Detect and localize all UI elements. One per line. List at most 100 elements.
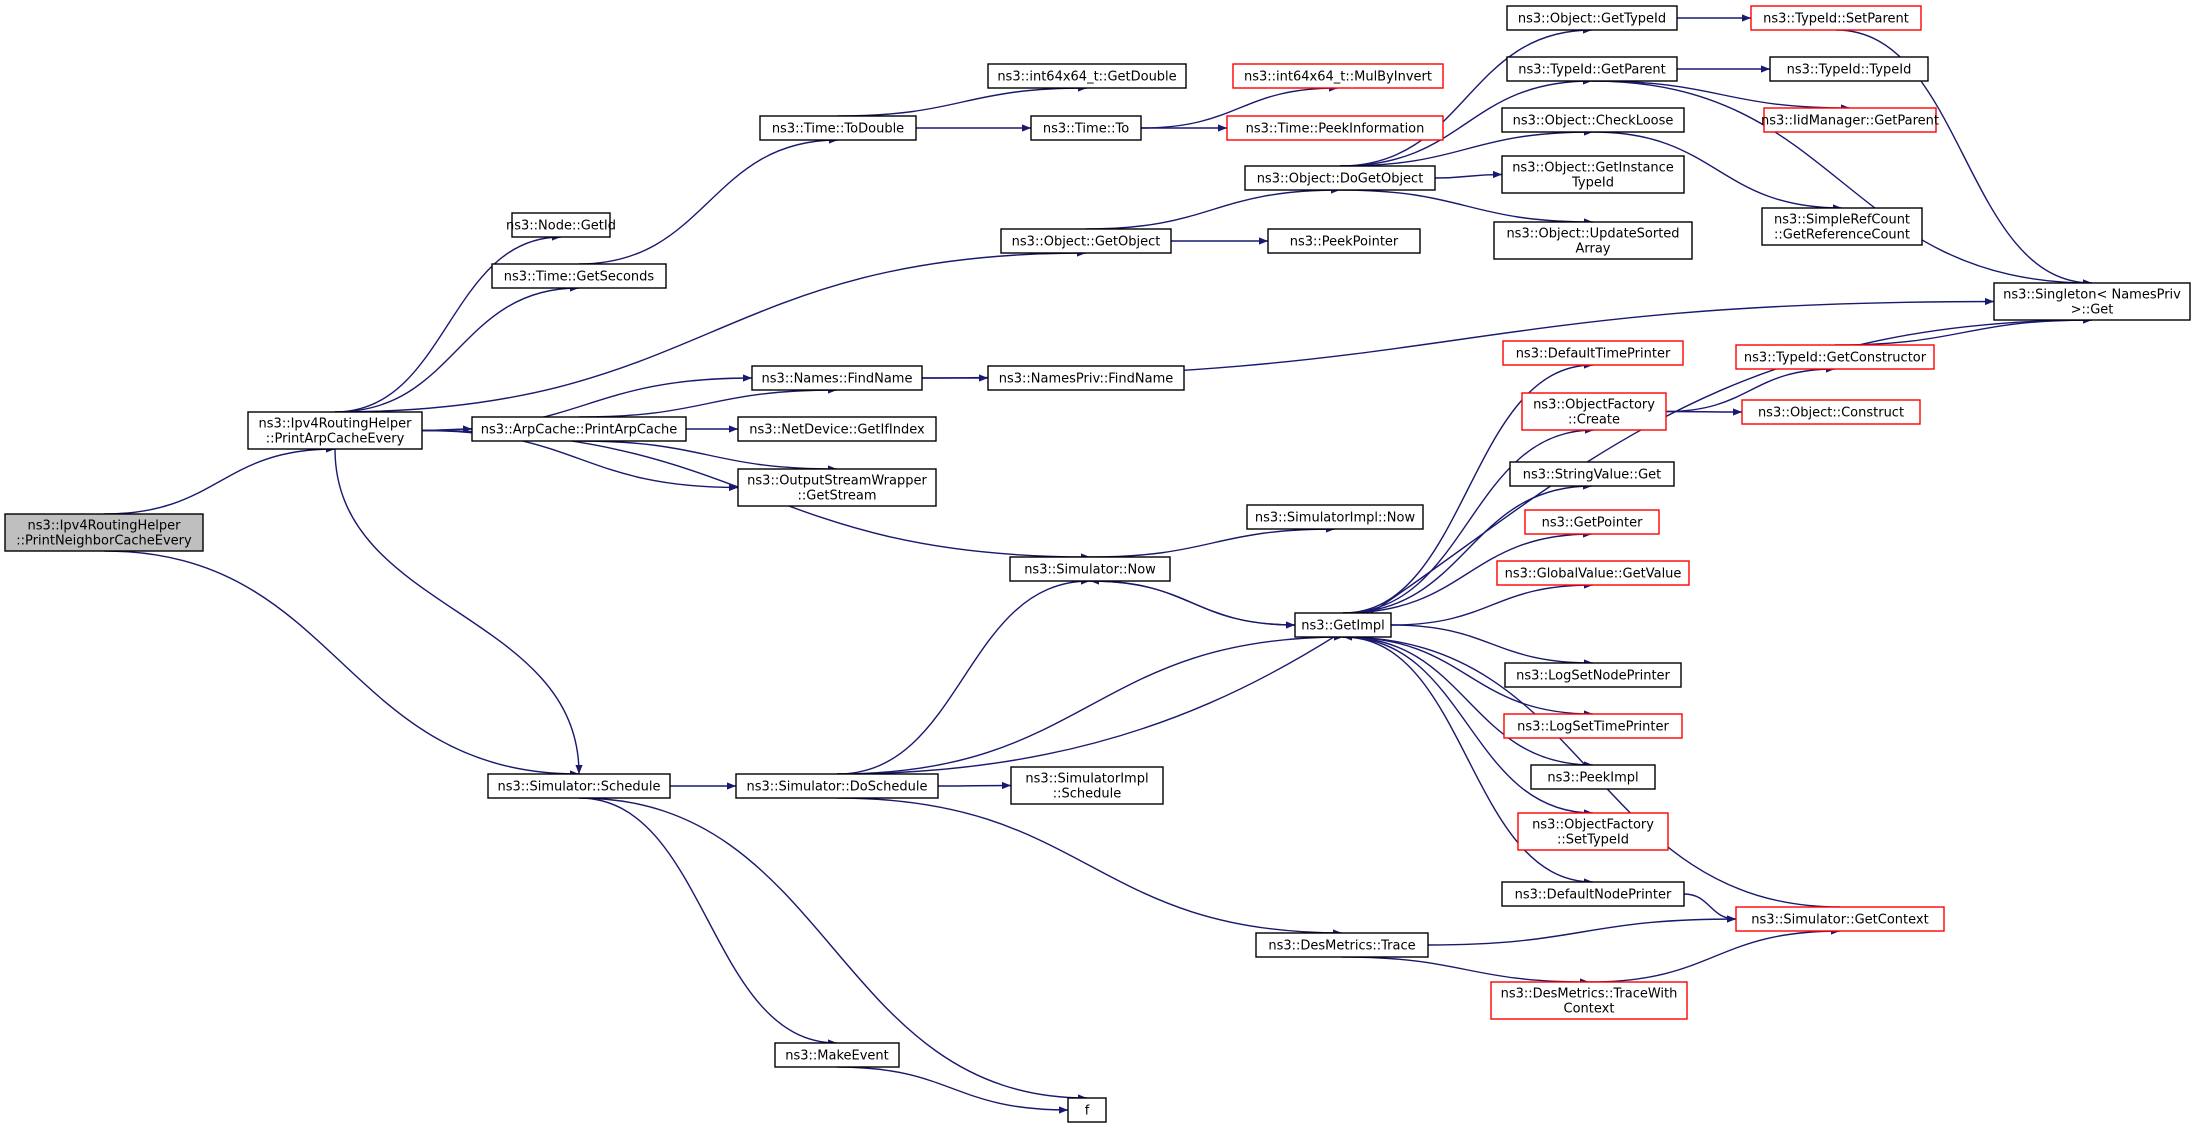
node-box[interactable] xyxy=(1530,764,1656,790)
graph-node[interactable]: ns3::MakeEvent xyxy=(774,1042,900,1068)
graph-node[interactable]: ns3::Time::To xyxy=(1030,115,1142,141)
graph-node[interactable]: ns3::ObjectFactory::Create xyxy=(1521,392,1667,431)
node-box[interactable] xyxy=(1524,509,1660,535)
node-box[interactable] xyxy=(987,63,1187,89)
node-box[interactable] xyxy=(1503,713,1683,739)
graph-node[interactable]: ns3::DefaultTimePrinter xyxy=(1502,340,1684,366)
node-box[interactable] xyxy=(1009,556,1171,582)
node-box[interactable] xyxy=(1504,662,1682,688)
graph-node[interactable]: f xyxy=(1067,1097,1107,1123)
graph-node[interactable]: ns3::SimulatorImpl::Now xyxy=(1246,504,1424,530)
node-box[interactable] xyxy=(1769,56,1929,82)
graph-node[interactable]: ns3::Object::Construct xyxy=(1741,399,1921,425)
graph-node[interactable]: ns3::Singleton< NamesPriv>::Get xyxy=(1993,282,2191,321)
graph-node[interactable]: ns3::Object::CheckLoose xyxy=(1501,107,1685,133)
node-box[interactable] xyxy=(1255,932,1429,958)
node-box[interactable] xyxy=(1521,392,1667,431)
graph-node[interactable]: ns3::PeekPointer xyxy=(1267,228,1421,254)
node-box[interactable] xyxy=(1761,207,1923,246)
graph-node[interactable]: ns3::DefaultNodePrinter xyxy=(1501,881,1685,907)
node-box[interactable] xyxy=(1490,981,1688,1020)
node-box[interactable] xyxy=(1750,5,1922,31)
graph-node[interactable]: ns3::IidManager::GetParent xyxy=(1761,107,1939,133)
graph-node[interactable]: ns3::TypeId::TypeId xyxy=(1769,56,1929,82)
graph-node[interactable]: ns3::GetPointer xyxy=(1524,509,1660,535)
graph-node[interactable]: ns3::GlobalValue::GetValue xyxy=(1496,560,1690,586)
graph-node[interactable]: ns3::ObjectFactory::SetTypeId xyxy=(1517,812,1669,851)
node-box[interactable] xyxy=(1993,282,2191,321)
node-box[interactable] xyxy=(1226,115,1444,141)
node-box[interactable] xyxy=(774,1042,900,1068)
graph-node[interactable]: ns3::SimpleRefCount::GetReferenceCount xyxy=(1761,207,1923,246)
node-box[interactable] xyxy=(1246,504,1424,530)
node-box[interactable] xyxy=(759,115,917,141)
graph-node[interactable]: ns3::ArpCache::PrintArpCache xyxy=(471,416,687,442)
node-box[interactable] xyxy=(1763,107,1937,133)
node-box[interactable] xyxy=(1030,115,1142,141)
node-box[interactable] xyxy=(1267,228,1421,254)
graph-node[interactable]: ns3::Object::GetTypeId xyxy=(1506,5,1678,31)
graph-node[interactable]: ns3::Simulator::DoSchedule xyxy=(735,773,939,799)
node-box[interactable] xyxy=(1493,221,1693,260)
node-box[interactable] xyxy=(1232,63,1444,89)
node-box[interactable] xyxy=(1501,155,1685,194)
graph-node[interactable]: ns3::int64x64_t::MulByInvert xyxy=(1232,63,1444,89)
graph-node[interactable]: ns3::NetDevice::GetIfIndex xyxy=(737,416,937,442)
graph-node[interactable]: ns3::Simulator::Schedule xyxy=(487,773,671,799)
node-box[interactable] xyxy=(737,416,937,442)
graph-node[interactable]: ns3::LogSetNodePrinter xyxy=(1504,662,1682,688)
graph-node[interactable]: ns3::PeekImpl xyxy=(1530,764,1656,790)
node-box[interactable] xyxy=(1517,812,1669,851)
graph-node[interactable]: ns3::SimulatorImpl::Schedule xyxy=(1010,766,1164,805)
node-box[interactable] xyxy=(491,263,667,289)
graph-node[interactable]: ns3::Ipv4RoutingHelper::PrintNeighborCac… xyxy=(4,513,204,552)
node-box[interactable] xyxy=(4,513,204,552)
graph-node[interactable]: ns3::Names::FindName xyxy=(751,365,923,391)
node-box[interactable] xyxy=(1067,1097,1107,1123)
node-box[interactable] xyxy=(1294,612,1392,638)
graph-node[interactable]: ns3::DesMetrics::Trace xyxy=(1255,932,1429,958)
graph-node[interactable]: ns3::Object::GetObject xyxy=(1000,228,1172,254)
node-box[interactable] xyxy=(1244,165,1436,191)
node-box[interactable] xyxy=(1501,881,1685,907)
graph-node[interactable]: ns3::TypeId::GetConstructor xyxy=(1735,344,1935,370)
node-box[interactable] xyxy=(1502,340,1684,366)
node-box[interactable] xyxy=(1010,766,1164,805)
graph-node[interactable]: ns3::Simulator::GetContext xyxy=(1735,906,1945,932)
node-box[interactable] xyxy=(737,468,937,507)
graph-node[interactable]: ns3::Node::GetId xyxy=(506,212,616,238)
graph-node[interactable]: ns3::Time::ToDouble xyxy=(759,115,917,141)
node-box[interactable] xyxy=(1506,5,1678,31)
node-box[interactable] xyxy=(1509,461,1675,487)
node-box[interactable] xyxy=(1741,399,1921,425)
graph-node[interactable]: ns3::StringValue::Get xyxy=(1509,461,1675,487)
graph-node[interactable]: ns3::TypeId::GetParent xyxy=(1506,56,1678,82)
node-box[interactable] xyxy=(511,212,611,238)
graph-node[interactable]: ns3::Object::DoGetObject xyxy=(1244,165,1436,191)
graph-node[interactable]: ns3::Time::PeekInformation xyxy=(1226,115,1444,141)
node-box[interactable] xyxy=(1506,56,1678,82)
node-box[interactable] xyxy=(471,416,687,442)
graph-node[interactable]: ns3::Simulator::Now xyxy=(1009,556,1171,582)
graph-node[interactable]: ns3::Time::GetSeconds xyxy=(491,263,667,289)
node-box[interactable] xyxy=(1000,228,1172,254)
node-box[interactable] xyxy=(987,365,1185,391)
node-box[interactable] xyxy=(1496,560,1690,586)
node-box[interactable] xyxy=(1735,906,1945,932)
node-box[interactable] xyxy=(735,773,939,799)
node-box[interactable] xyxy=(1735,344,1935,370)
graph-node[interactable]: ns3::int64x64_t::GetDouble xyxy=(987,63,1187,89)
graph-node[interactable]: ns3::GetImpl xyxy=(1294,612,1392,638)
node-box[interactable] xyxy=(1501,107,1685,133)
graph-node[interactable]: ns3::LogSetTimePrinter xyxy=(1503,713,1683,739)
node-box[interactable] xyxy=(751,365,923,391)
graph-node[interactable]: ns3::TypeId::SetParent xyxy=(1750,5,1922,31)
node-box[interactable] xyxy=(487,773,671,799)
node-box[interactable] xyxy=(247,411,423,450)
graph-node[interactable]: ns3::OutputStreamWrapper::GetStream xyxy=(737,468,937,507)
graph-node[interactable]: ns3::Ipv4RoutingHelper::PrintArpCacheEve… xyxy=(247,411,423,450)
graph-node[interactable]: ns3::NamesPriv::FindName xyxy=(987,365,1185,391)
